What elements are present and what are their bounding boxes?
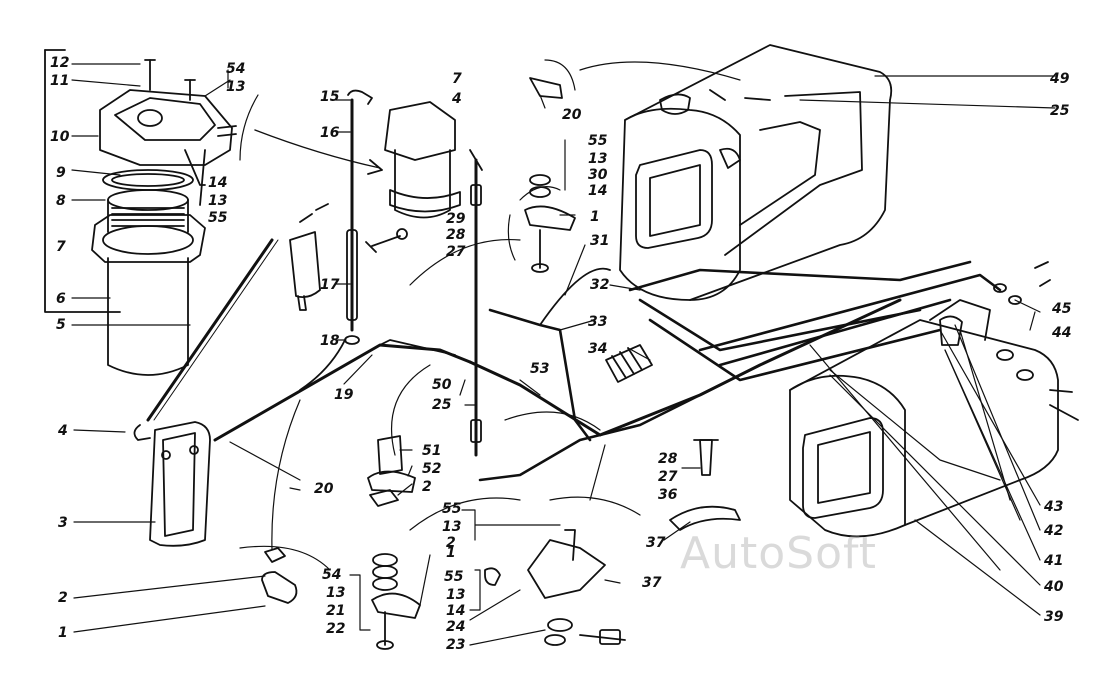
- callout-33: 33: [588, 314, 608, 330]
- callout-17: 17: [320, 277, 340, 293]
- callout-12: 12: [50, 55, 70, 71]
- callout-13: 13: [442, 519, 462, 535]
- callout-55: 55: [588, 133, 608, 149]
- callout-40: 40: [1044, 579, 1064, 595]
- watermark: AutoSoft: [680, 528, 877, 579]
- fuel-filter-assembly: [44, 49, 298, 604]
- callout-39: 39: [1044, 609, 1064, 625]
- callout-27: 27: [446, 244, 466, 260]
- callout-27: 27: [658, 469, 678, 485]
- callout-54: 54: [226, 61, 246, 77]
- callout-6: 6: [56, 291, 66, 307]
- callout-42: 42: [1044, 523, 1064, 539]
- callout-25: 25: [432, 397, 452, 413]
- callout-4: 4: [452, 91, 462, 107]
- callout-41: 41: [1044, 553, 1064, 569]
- callout-7: 7: [56, 239, 66, 255]
- callout-15: 15: [320, 89, 340, 105]
- callout-13: 13: [208, 193, 228, 209]
- callout-13: 13: [326, 585, 346, 601]
- fuel-tank-lower: [371, 260, 1079, 650]
- callout-52: 52: [422, 461, 442, 477]
- callout-37: 37: [646, 535, 666, 551]
- callout-10: 10: [50, 129, 70, 145]
- callout-44: 44: [1052, 325, 1072, 341]
- leader-lines: [71, 63, 1056, 646]
- callout-16: 16: [320, 125, 340, 141]
- callout-21: 21: [326, 603, 346, 619]
- callout-24: 24: [446, 619, 466, 635]
- callout-1: 1: [446, 545, 456, 561]
- callout-20: 20: [314, 481, 334, 497]
- callout-14: 14: [208, 175, 228, 191]
- fuel-tank-upper: [619, 44, 893, 301]
- callout-23: 23: [446, 637, 466, 653]
- callout-5: 5: [56, 317, 66, 333]
- callout-22: 22: [326, 621, 346, 637]
- callout-13: 13: [226, 79, 246, 95]
- callout-28: 28: [658, 451, 678, 467]
- callout-32: 32: [590, 277, 610, 293]
- callout-14: 14: [588, 183, 608, 199]
- callout-25: 25: [1050, 103, 1070, 119]
- callout-20: 20: [562, 107, 582, 123]
- callout-31: 31: [590, 233, 610, 249]
- callout-51: 51: [422, 443, 442, 459]
- callout-28: 28: [446, 227, 466, 243]
- callout-7: 7: [452, 71, 462, 87]
- callout-14: 14: [446, 603, 466, 619]
- callout-19: 19: [334, 387, 354, 403]
- callout-1: 1: [58, 625, 68, 641]
- callout-13: 13: [446, 587, 466, 603]
- callout-30: 30: [588, 167, 608, 183]
- sediment-bowl-assembly: [213, 59, 902, 571]
- callout-4: 4: [58, 423, 68, 439]
- callout-2: 2: [446, 535, 456, 551]
- callout-3: 3: [58, 515, 68, 531]
- callout-13: 13: [588, 151, 608, 167]
- callout-34: 34: [588, 341, 608, 357]
- callout-18: 18: [320, 333, 340, 349]
- callout-36: 36: [658, 487, 678, 503]
- callout-55: 55: [444, 569, 464, 585]
- callout-45: 45: [1052, 301, 1072, 317]
- callout-55: 55: [208, 210, 228, 226]
- callout-11: 11: [50, 73, 70, 89]
- callout-54: 54: [322, 567, 342, 583]
- callout-43: 43: [1044, 499, 1064, 515]
- callout-29: 29: [446, 211, 466, 227]
- callout-49: 49: [1050, 71, 1070, 87]
- callout-1: 1: [590, 209, 600, 225]
- callout-50: 50: [432, 377, 452, 393]
- callout-55: 55: [442, 501, 462, 517]
- callout-37: 37: [642, 575, 662, 591]
- callout-9: 9: [56, 165, 66, 181]
- callout-2: 2: [58, 590, 68, 606]
- callout-53: 53: [530, 361, 550, 377]
- callout-2: 2: [422, 479, 432, 495]
- callout-8: 8: [56, 193, 66, 209]
